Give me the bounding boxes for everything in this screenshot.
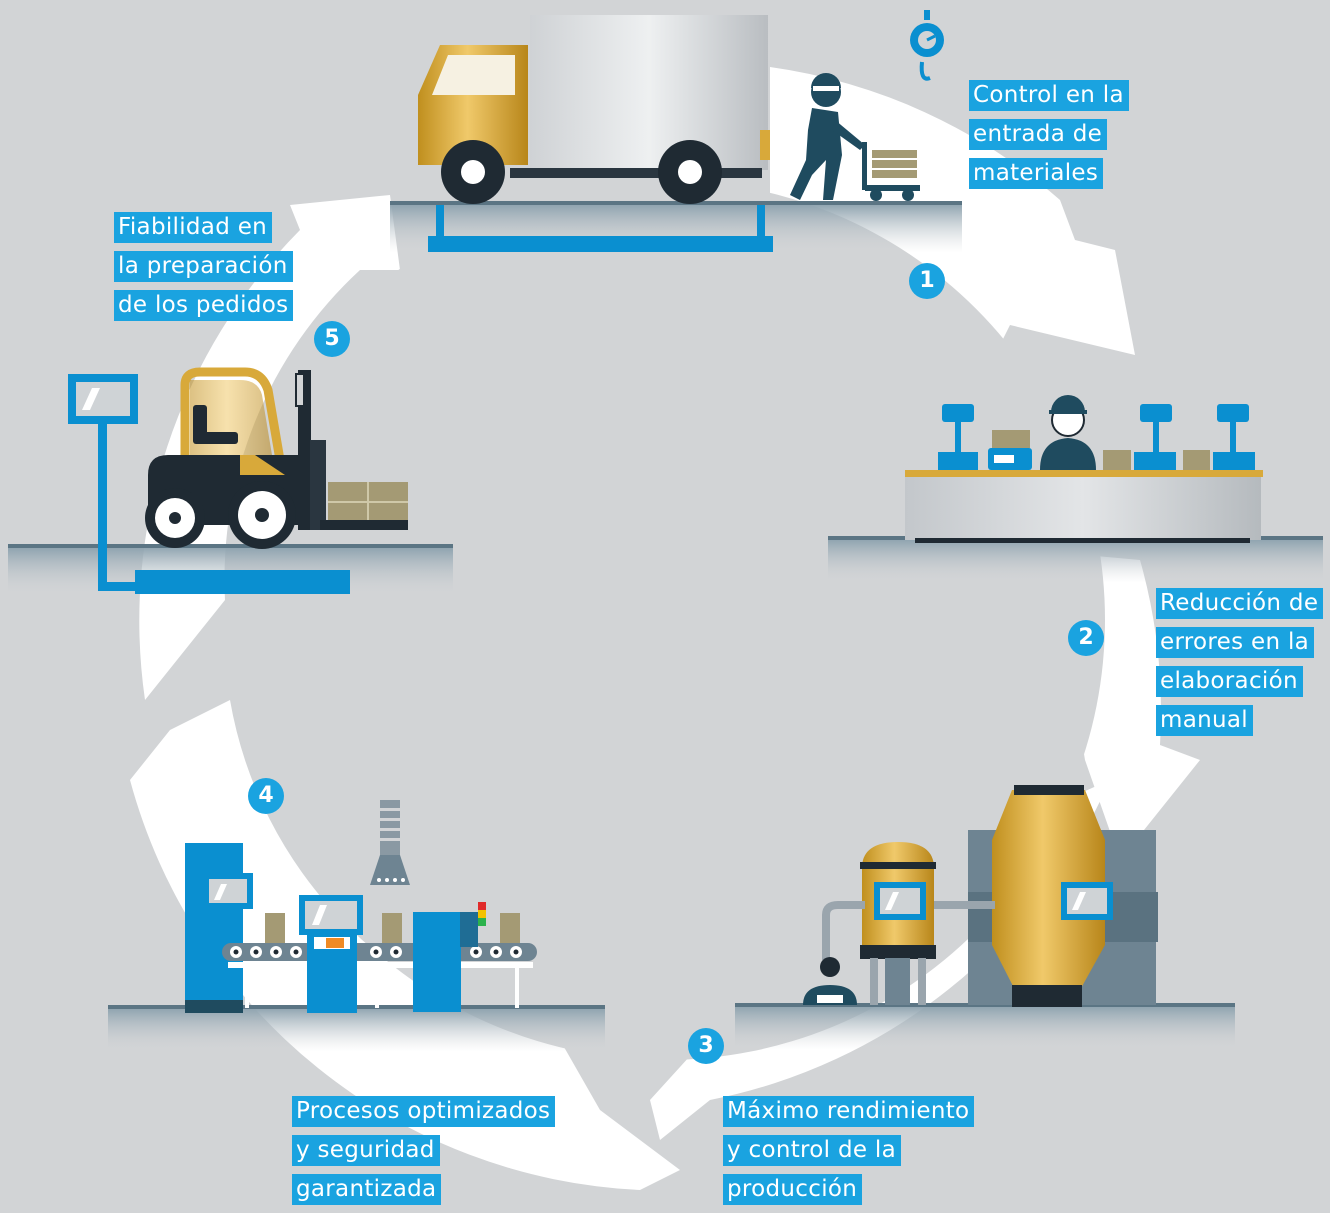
truck-cargo-box [530,15,768,170]
step-label-line: garantizada [292,1174,442,1205]
step-label-line: errores en la [1156,627,1315,658]
step-label-line: y control de la [723,1135,902,1166]
station-2-manual-work [828,395,1323,583]
step-label-line: materiales [969,158,1104,189]
conveyor-line-icon [185,800,537,1013]
step-badge-1: 1 [909,263,945,299]
worker-with-cart-icon [790,73,920,201]
cycle-center [225,180,1105,1060]
cycle-arrow-4 [130,700,680,1190]
mixer-icon [992,785,1113,1007]
step-label-line: Control en la [969,80,1129,111]
step-label-line: Reducción de [1156,588,1324,619]
station-1-receiving [390,10,962,253]
truck-icon [418,15,770,204]
step-label-line: Procesos optimizados [292,1096,556,1127]
step-label-line: entrada de [969,119,1108,150]
step-label-line: manual [1156,705,1253,736]
step-badge-2: 2 [1068,620,1104,656]
step-label-1: Control en la entrada de materiales [969,80,1129,197]
step-label-line: Fiabilidad en [114,212,273,243]
platform-scale-icon [68,374,350,594]
tank-icon [860,842,936,1005]
forklift-icon [145,367,408,549]
step-badge-5: 5 [314,321,350,357]
truck-scale-icon [428,205,773,252]
step-label-line: la preparación [114,251,293,282]
step-label-2: Reducción de errores en la elaboración m… [1156,588,1324,744]
step-label-5: Fiabilidad en la preparación de los pedi… [114,212,294,329]
step-label-line: y seguridad [292,1135,440,1166]
step-badge-4: 4 [248,778,284,814]
step-badge-3: 3 [688,1028,724,1064]
workbench [905,475,1261,540]
station-5-order-picking [8,367,453,596]
step-label-4: Procesos optimizados y seguridad garanti… [292,1096,556,1213]
crane-scale-icon [910,10,944,81]
step-label-line: producción [723,1174,863,1205]
truck-window [432,55,515,95]
floor-4 [108,1007,605,1052]
floor-2 [828,538,1323,583]
station-4-processing [108,800,605,1052]
bench-scales-icon [938,404,1255,470]
step-label-3: Máximo rendimiento y control de la produ… [723,1096,975,1213]
worker-icon [1040,395,1096,470]
cycle-arrow-2 [1080,555,1200,860]
step-label-line: de los pedidos [114,290,294,321]
floor-3 [735,1005,1235,1050]
step-label-line: Máximo rendimiento [723,1096,975,1127]
station-3-production [735,785,1235,1050]
step-label-line: elaboración [1156,666,1303,697]
